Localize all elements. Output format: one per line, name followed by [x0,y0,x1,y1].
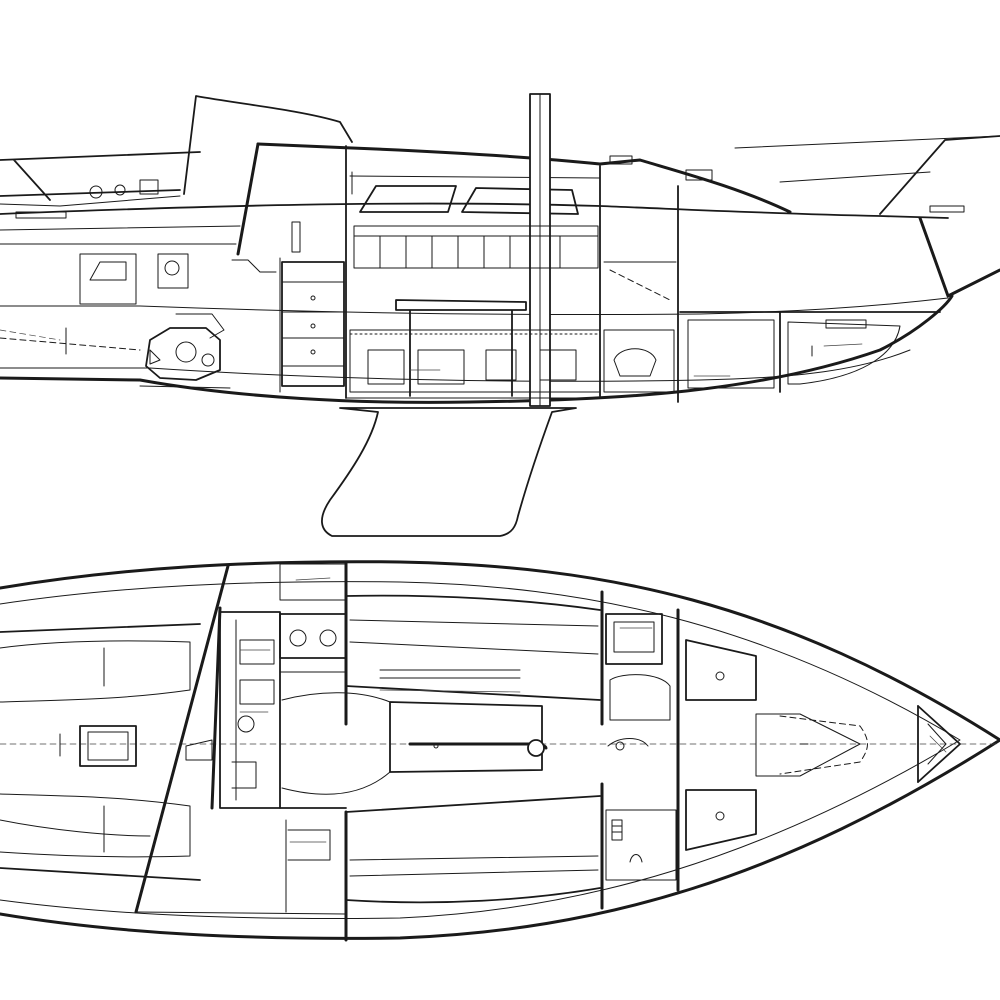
locker-front-1 [367,349,405,385]
plan-cockpit [0,623,201,881]
dodger [183,95,353,195]
bow-cleat [929,205,965,213]
head-compartment [603,261,677,393]
plan-bulkheads [279,560,680,942]
deck-hardware [351,155,713,195]
locker-front-3 [485,349,517,381]
locker-front-4 [539,349,577,381]
cockpit-lockers [0,221,301,305]
plan-deck-inner [0,581,961,919]
port-window-2 [461,187,579,215]
annotation-marks [239,343,863,843]
plan-head [605,613,671,751]
bow-rail [734,135,1000,149]
stem [918,216,1000,298]
engine [145,313,225,381]
bow-rail-2 [779,171,931,183]
settee-cushion-dividers [353,235,599,269]
stern-pulpit [0,151,201,201]
plan-settee-port [345,594,601,701]
plan-hull-outline [0,560,1000,940]
plan-view [0,560,1000,942]
locker-front-2 [417,349,465,385]
prop-shaft [0,337,141,351]
plan-bulkhead-aft [210,606,222,810]
plan-locker [605,809,677,881]
plan-mast [527,739,545,757]
bow-pulpit [879,135,1000,215]
plan-forepeak [917,705,961,783]
stern-deck [0,195,181,207]
plan-saloon-table [281,692,548,795]
plan-vberth [685,639,868,851]
settee-back [353,225,599,269]
keel [321,407,577,537]
plan-settee-starboard [345,795,601,904]
plan-galley [185,611,281,809]
galley-drawers [281,261,345,387]
companionway [236,142,260,256]
hull-outline [0,294,954,404]
boot-stripe [0,297,949,316]
forward-vberth [679,311,941,389]
cabin-trunk [256,142,792,214]
profile-view [0,93,1000,537]
hull-sheer [0,202,949,219]
plan-quarter-berth [135,819,347,915]
settee-base [349,329,601,393]
saloon-table [395,299,527,397]
plan-nav-station [279,563,347,673]
port-window-1 [359,185,457,213]
plan-companionway-bulkhead [134,564,230,914]
cockpit-hardware [15,179,159,219]
shaft-centerline [0,329,61,341]
cabin-sole [139,385,601,399]
cabin-top-line [349,175,601,179]
